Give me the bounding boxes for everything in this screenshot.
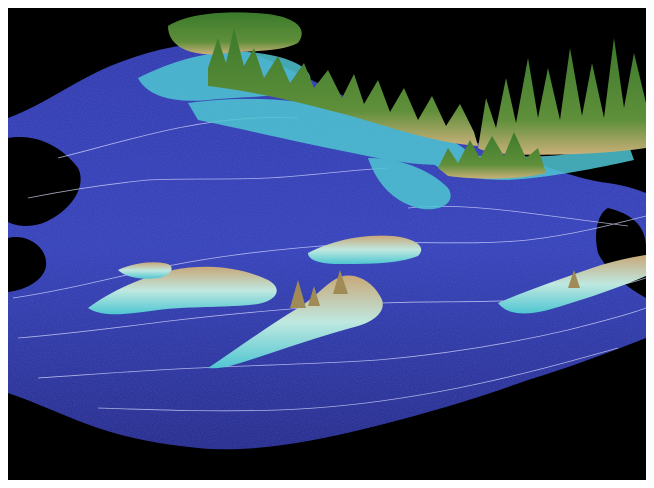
void-left-mid [8,237,47,292]
terrain-viewport [8,8,646,480]
land-ridge-north [208,28,478,146]
void-bottom-left [8,408,98,480]
void-bottom-right [408,368,646,480]
ridge-west [88,266,277,315]
void-top-center [305,18,478,88]
ridge-peaks [290,270,580,308]
land-masses [168,12,646,179]
ridge-small [118,262,172,279]
land-island [438,132,546,179]
terrain-render [8,8,646,480]
ridge-center [208,275,383,369]
ridge-center-north [308,235,422,264]
land-east [478,38,646,155]
void-left-upper [8,137,81,226]
